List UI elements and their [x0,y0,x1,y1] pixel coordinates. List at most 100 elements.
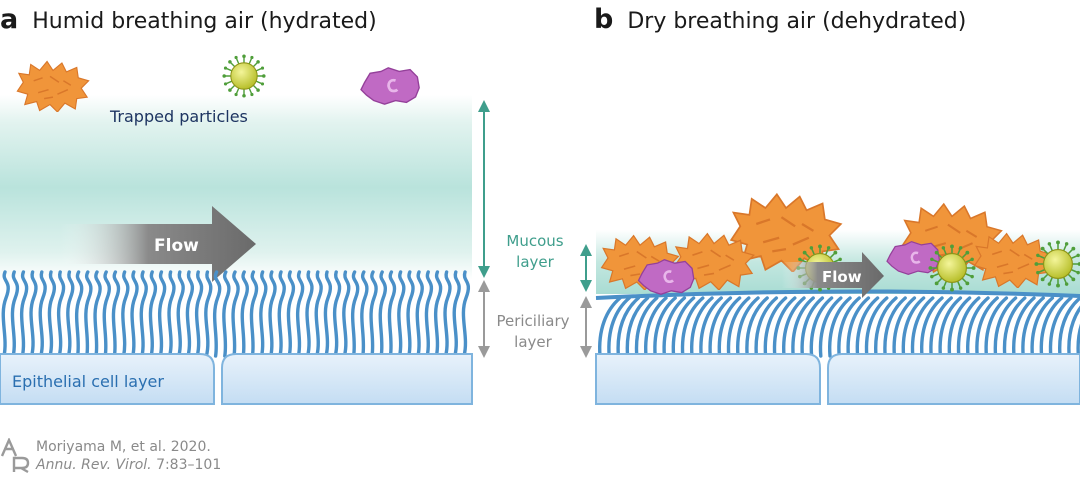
panel-b-cilia [595,289,1080,358]
cilium [56,270,66,358]
panel-a-epithelial-cells [0,353,473,405]
cilium [984,296,1009,358]
cilium [433,270,443,358]
cilium [947,296,972,358]
mucous-layer-arrow [478,100,490,278]
panel-b-flow-arrow [782,252,884,298]
cilium [378,270,387,358]
cilium [323,270,333,358]
panel-b-periciliary-arrow [580,296,592,358]
cilia-tips [595,289,1080,300]
cilium [47,270,57,358]
cilium [818,296,843,358]
cilium [461,270,471,358]
cilium [708,296,733,358]
cilium [452,270,461,358]
cilium [424,270,434,358]
cilium [1011,296,1036,358]
cilium [910,296,935,358]
cilium [1030,296,1055,358]
cilium [342,270,351,358]
panel-b-diagram [595,193,1080,405]
cilium [1067,305,1080,358]
cilium [993,296,1018,358]
cilium [726,296,751,358]
cilium [360,270,369,358]
cilium [616,296,641,358]
cilium [397,270,406,358]
cilium [864,296,889,358]
panel-a-title-text: Humid breathing air (hydrated) [32,9,377,34]
citation: Moriyama M, et al. 2020. Annu. Rev. Viro… [36,438,221,474]
citation-pages: 7:83–101 [156,457,222,473]
annual-reviews-logo-icon [0,438,30,474]
panel-a-flow-label: Flow [154,236,199,256]
cilium [781,296,806,358]
cilium [286,270,296,358]
citation-journal: Annu. Rev. Virol. [36,457,152,473]
cilium [295,270,305,358]
periciliary-layer-arrow [478,280,490,358]
cilium [148,270,158,358]
cilium [222,270,231,358]
cilium [873,296,898,358]
cilium [1076,323,1080,358]
cilium [745,296,769,358]
cilium [763,296,788,358]
citation-authors: Moriyama M, et al. 2020. [36,439,211,455]
cilium [130,270,139,358]
virus-particle [928,244,976,292]
cilium [19,270,29,358]
cilium [38,270,47,358]
cilium [938,296,963,358]
cilium [597,296,622,358]
cilium [387,270,397,358]
cilium [443,270,452,358]
cilium [111,270,121,358]
panel-a-diagram [0,54,473,405]
cilium [29,270,38,358]
cilium [827,296,852,358]
cilium [929,296,953,358]
cilium [892,296,917,358]
cilium [10,270,20,358]
cilium [735,296,760,358]
cilium [800,296,825,358]
cilium [643,296,668,358]
cilium [809,296,834,358]
mucous-label-line1: Mucous [506,232,563,250]
panel-b-letter: b [594,4,614,35]
cilium [204,270,213,358]
cilium [1,270,10,358]
cilium [212,270,222,358]
cilium [157,270,167,358]
cilium [1039,296,1064,358]
trapped-particles-label: Trapped particles [109,107,248,126]
cilium [653,296,677,358]
cilium [754,296,779,358]
cilium [662,296,687,358]
panel-b-mucous-arrow [580,244,592,292]
cilium [185,270,195,358]
mucous-label-line2: layer [516,253,554,271]
cilium [634,296,659,358]
cilium [176,270,185,358]
panel-b-title-text: Dry breathing air (dehydrated) [627,9,967,34]
panel-a-cilia [1,270,471,358]
cilium [837,296,861,358]
cilium [671,296,696,358]
cilium [919,296,944,358]
cilium [680,296,705,358]
cilium [277,270,286,358]
panel-b-title: b Dry breathing air (dehydrated) [594,4,966,35]
cilium [607,296,631,358]
cilium [268,270,277,358]
cilium [625,296,650,358]
cilium [855,296,880,358]
cilium [846,296,871,358]
cilium [965,296,990,358]
panel-a-letter: a [0,4,19,35]
cilium [956,296,981,358]
cilium [240,270,249,358]
